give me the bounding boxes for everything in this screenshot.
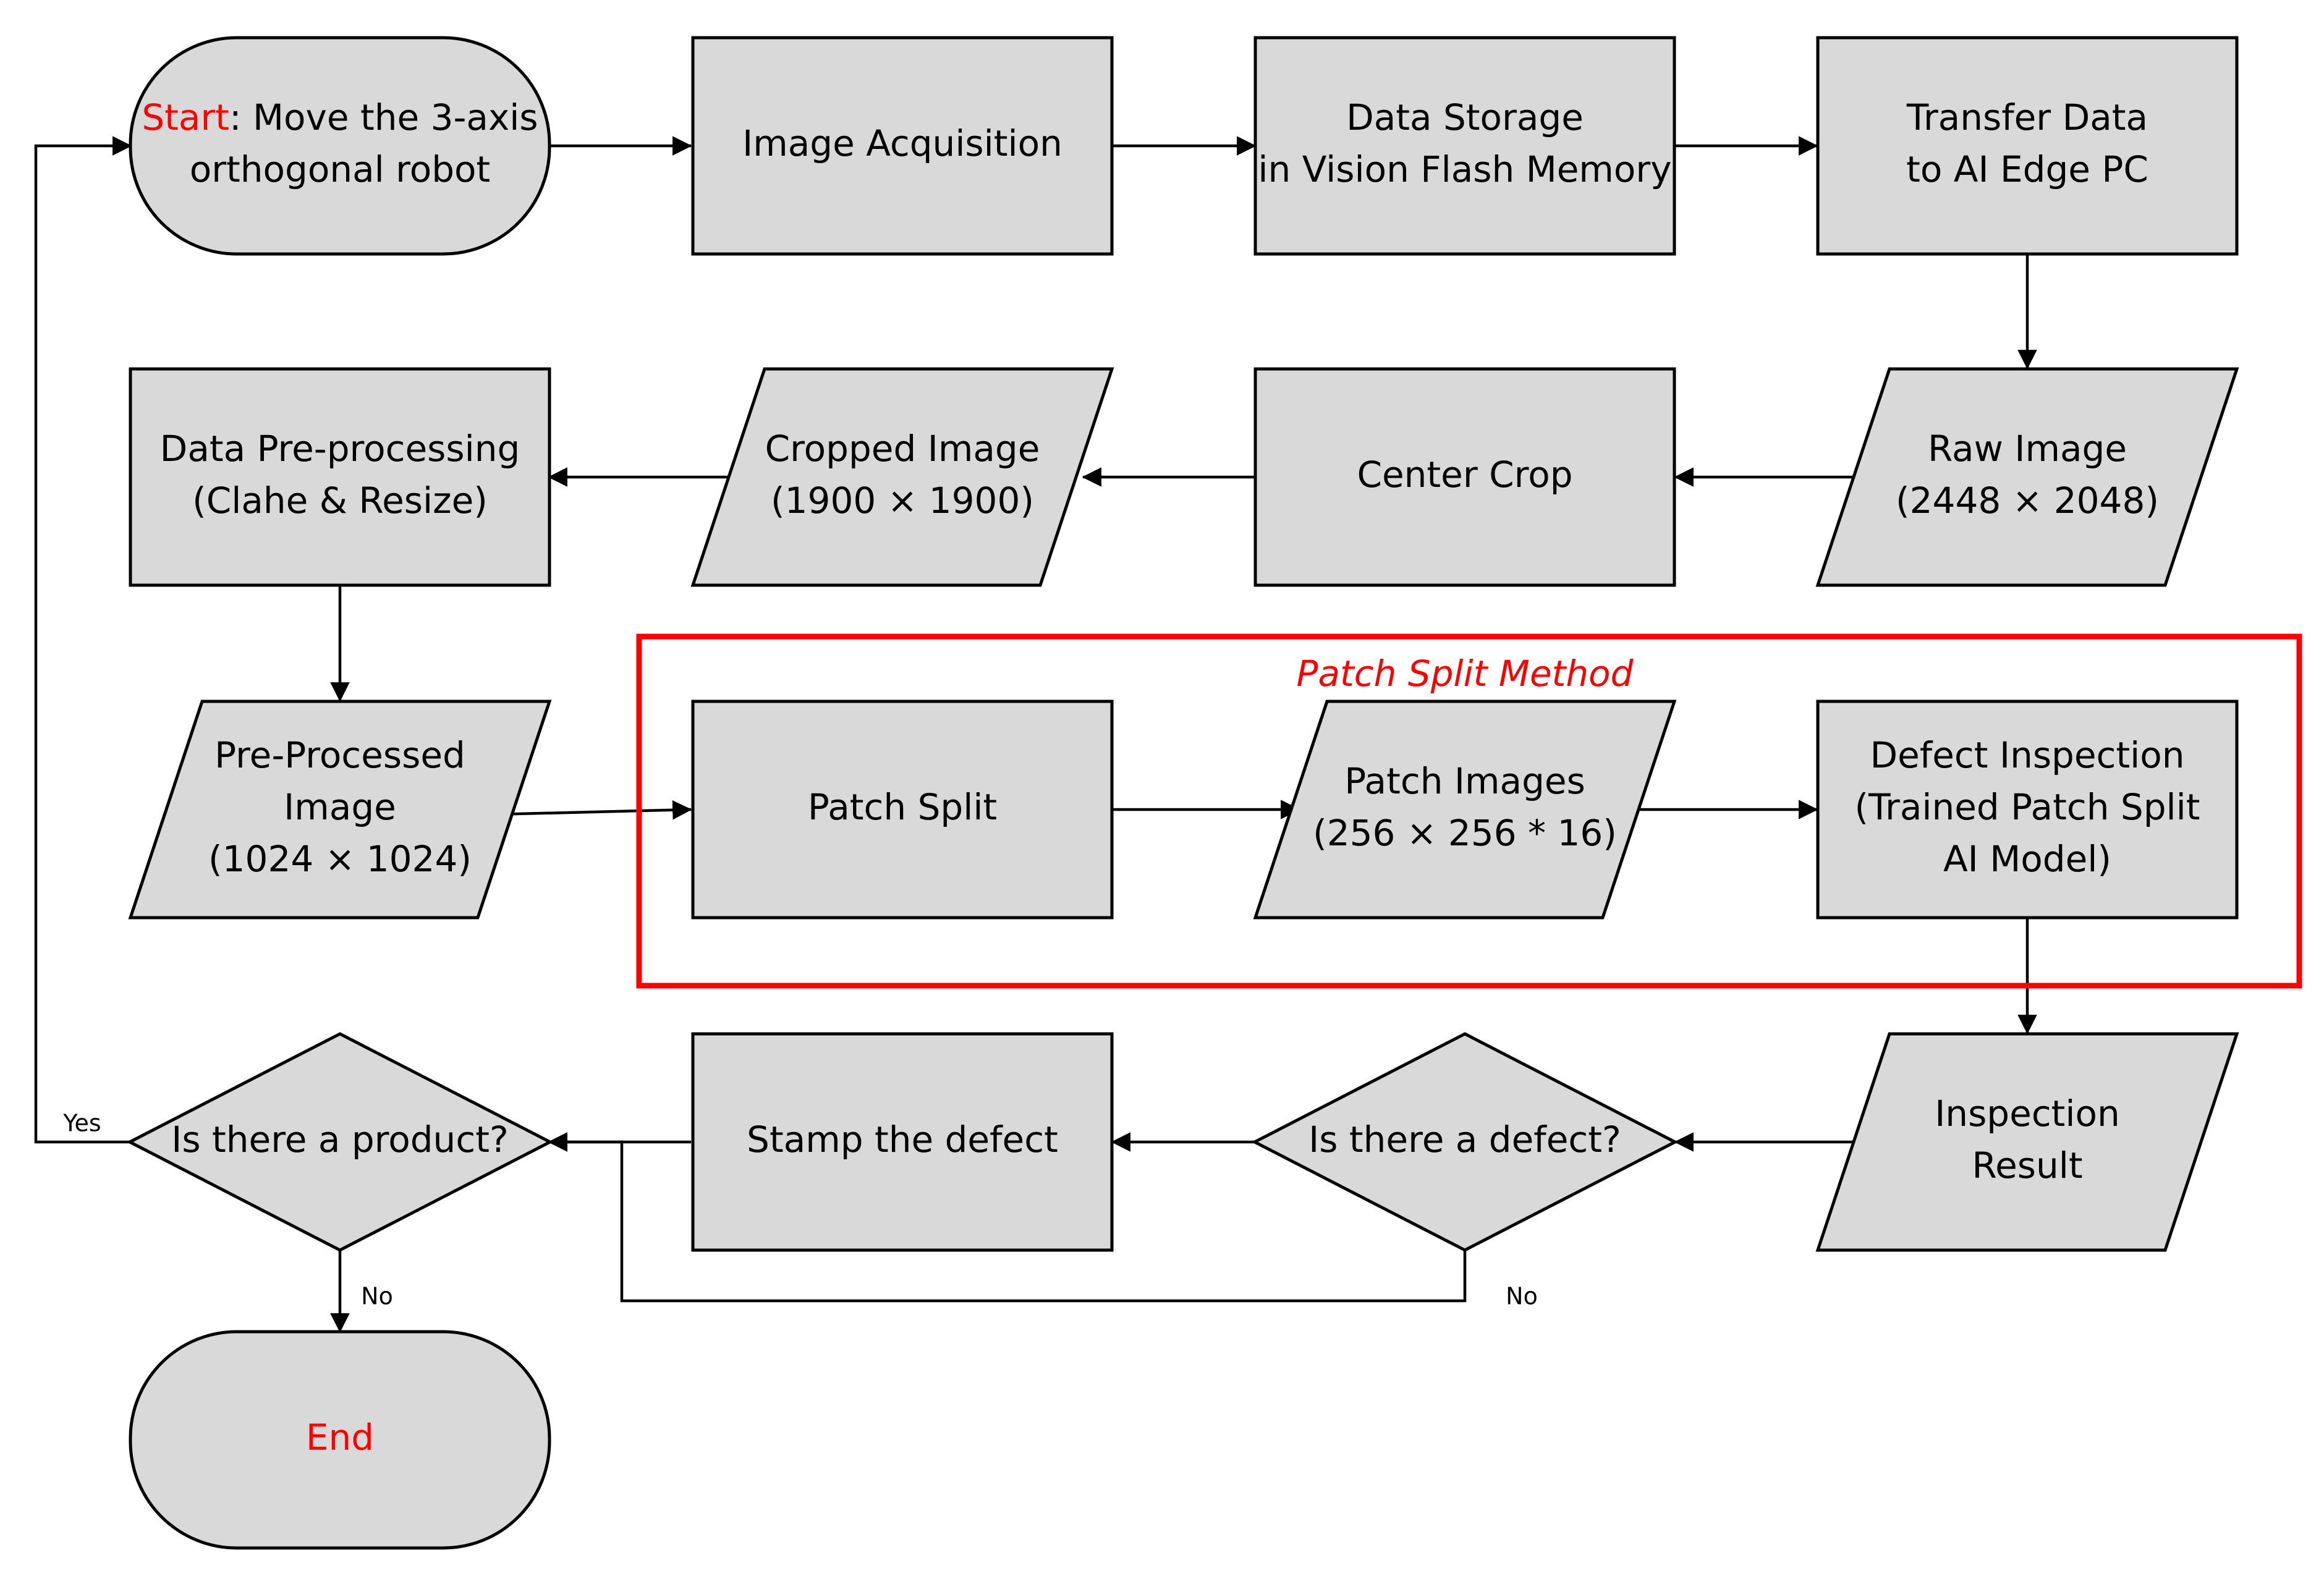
raw-image-label-line-2: (2448 × 2048) bbox=[1896, 480, 2159, 522]
raw-image-data-shape bbox=[1815, 367, 2239, 587]
edge-preprocessed-image-to-patch-split bbox=[492, 800, 692, 820]
preprocessed-image-label-line-1: Pre-Processed bbox=[214, 734, 465, 776]
defect-inspection-label-line-3: AI Model) bbox=[1943, 838, 2111, 880]
patch-split-method-group bbox=[636, 633, 2302, 989]
preprocessed-image-data-shape bbox=[128, 700, 552, 920]
cropped-image-label-line-2: (1900 × 1900) bbox=[771, 480, 1034, 522]
inspection-result-label-line-1: Inspection bbox=[1935, 1093, 2120, 1135]
defect-inspection-process-shape bbox=[1816, 700, 2239, 920]
edge-label-no: No bbox=[361, 1283, 393, 1310]
node-patch-split: Patch Split bbox=[691, 700, 1114, 920]
node-is-product: Is there a product? bbox=[126, 1032, 554, 1252]
end-highlight: End bbox=[306, 1416, 374, 1458]
node-is-defect: Is there a defect? bbox=[1251, 1032, 1679, 1252]
raw-image-label-line-1: Raw Image bbox=[1928, 428, 2127, 470]
start-terminal-shape bbox=[129, 36, 551, 256]
end-terminal-shape bbox=[129, 1330, 551, 1550]
start-label-rest: : Move the 3-axis bbox=[229, 96, 538, 138]
data-storage-process-shape bbox=[1253, 36, 1676, 256]
cropped-image-data-shape bbox=[690, 367, 1114, 587]
patch-images-label-line-2: (256 × 256 * 16) bbox=[1313, 812, 1617, 854]
transfer-data-label-line-1: Transfer Data bbox=[1906, 96, 2148, 138]
data-preprocessing-process-shape bbox=[129, 367, 551, 587]
start-highlight: Start bbox=[142, 96, 229, 138]
is-product-label-line-1: Is there a product? bbox=[171, 1119, 508, 1161]
data-storage-label-line-2: in Vision Flash Memory bbox=[1258, 148, 1671, 190]
node-start: Start: Move the 3-axis orthogonal robot bbox=[129, 36, 551, 256]
node-raw-image: Raw Image (2448 × 2048) bbox=[1815, 367, 2239, 587]
node-transfer-data: Transfer Data to AI Edge PC bbox=[1816, 36, 2239, 256]
edge-is-defect-to-is-product bbox=[548, 1132, 1467, 1303]
node-patch-images: Patch Images (256 × 256 * 16) bbox=[1253, 700, 1677, 920]
transfer-data-label-line-2: to AI Edge PC bbox=[1906, 148, 2148, 190]
node-defect-inspection: Defect Inspection (Trained Patch Split AI … bbox=[1816, 700, 2239, 920]
edge-is-product-to-start bbox=[34, 136, 132, 1144]
patch-split-process-shape bbox=[691, 700, 1114, 920]
start-label-line-1: Start: Move the 3-axis bbox=[142, 96, 538, 138]
stamp-defect-label-line-1: Stamp the defect bbox=[747, 1119, 1058, 1161]
edge-label-no: No bbox=[1506, 1283, 1538, 1310]
end-label-line-1: End bbox=[306, 1416, 374, 1458]
center-crop-label-line-1: Center Crop bbox=[1357, 454, 1572, 496]
image-acquisition-process-shape bbox=[691, 36, 1114, 256]
patch-split-label-line-1: Patch Split bbox=[808, 786, 997, 828]
cropped-image-label-line-1: Cropped Image bbox=[765, 428, 1040, 470]
is-defect-decision-shape bbox=[1251, 1032, 1679, 1252]
is-defect-label-line-1: Is there a defect? bbox=[1308, 1119, 1621, 1161]
preprocessed-image-label-line-3: (1024 × 1024) bbox=[208, 838, 472, 880]
node-cropped-image: Cropped Image (1900 × 1900) bbox=[690, 367, 1114, 587]
preprocessed-image-label-line-2: Image bbox=[284, 786, 396, 828]
node-end: End bbox=[129, 1330, 551, 1550]
patch-split-method-title: Patch Split Method bbox=[1297, 653, 1634, 695]
data-storage-label-line-1: Data Storage bbox=[1346, 96, 1584, 138]
node-data-preprocessing: Data Pre-processing (Clahe & Resize) bbox=[129, 367, 551, 587]
patch-images-data-shape bbox=[1253, 700, 1677, 920]
data-preprocessing-label-line-1: Data Pre-processing bbox=[160, 428, 520, 470]
node-data-storage: Data Storage in Vision Flash Memory bbox=[1253, 36, 1676, 256]
edge-label-yes: Yes bbox=[62, 1110, 101, 1137]
is-product-decision-shape bbox=[126, 1032, 554, 1252]
node-center-crop: Center Crop bbox=[1253, 367, 1676, 587]
image-acquisition-label-line-1: Image Acquisition bbox=[742, 122, 1062, 164]
node-image-acquisition: Image Acquisition bbox=[691, 36, 1114, 256]
start-label-line-2: orthogonal robot bbox=[190, 148, 491, 190]
inspection-result-label-line-2: Result bbox=[1972, 1144, 2082, 1186]
defect-inspection-label-line-2: (Trained Patch Split bbox=[1854, 786, 2200, 828]
node-stamp-defect: Stamp the defect bbox=[691, 1032, 1114, 1252]
inspection-result-data-shape bbox=[1815, 1032, 2239, 1252]
transfer-data-process-shape bbox=[1816, 36, 2239, 256]
center-crop-process-shape bbox=[1253, 367, 1676, 587]
stamp-defect-process-shape bbox=[691, 1032, 1114, 1252]
patch-images-label-line-1: Patch Images bbox=[1344, 760, 1585, 802]
data-preprocessing-label-line-2: (Clahe & Resize) bbox=[192, 480, 488, 522]
defect-inspection-label-line-1: Defect Inspection bbox=[1870, 734, 2184, 776]
